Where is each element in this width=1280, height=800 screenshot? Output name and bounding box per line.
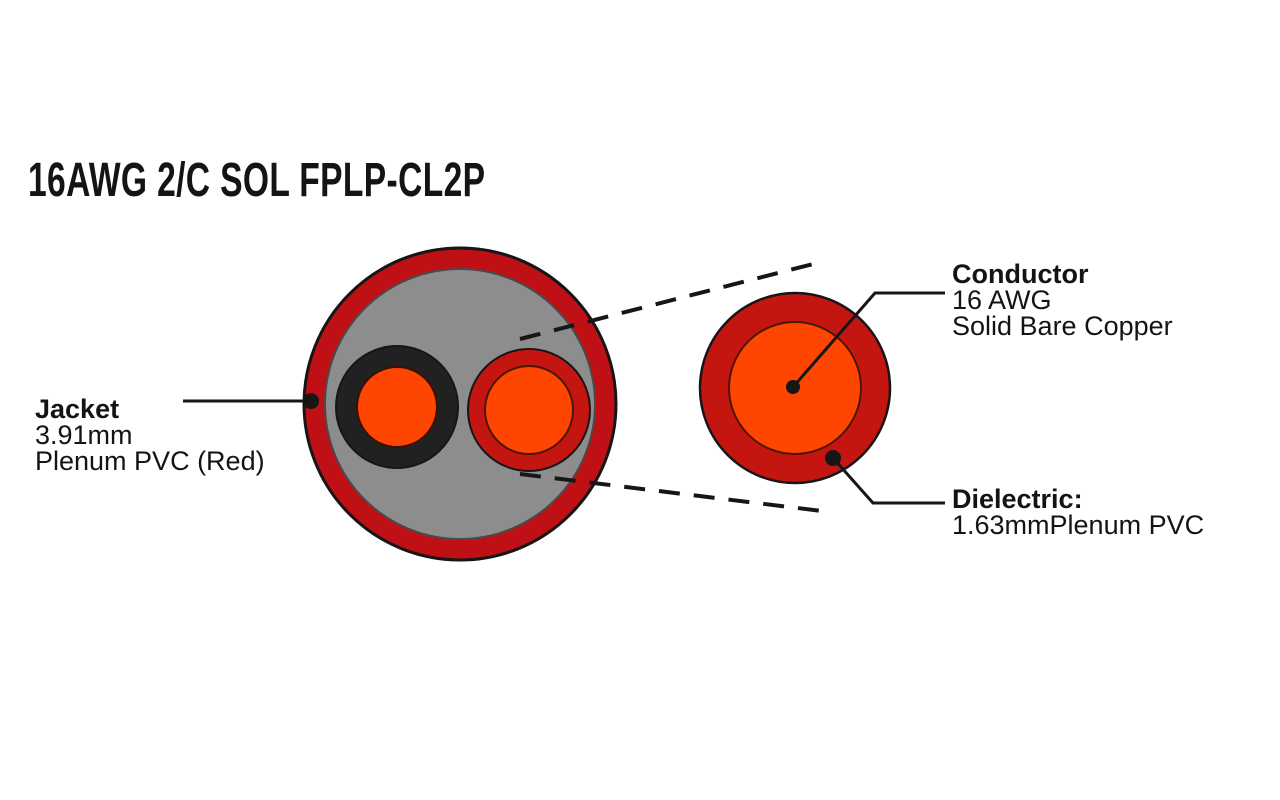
diagram-title: 16AWG 2/C SOL FPLP-CL2P xyxy=(28,154,486,207)
conductor-leader-dot xyxy=(786,380,800,394)
callout-jacket: Jacket 3.91mm Plenum PVC (Red) xyxy=(35,394,265,476)
jacket-label-material: Plenum PVC (Red) xyxy=(35,446,265,476)
conductor-2-copper-core xyxy=(484,365,574,455)
zoom-guide-line-bottom xyxy=(519,472,831,514)
dielectric-leader-dot xyxy=(825,450,841,466)
jacket-label-size: 3.91mm xyxy=(35,420,133,450)
dielectric-label-material: 1.63mmPlenum PVC xyxy=(952,510,1205,540)
main-cable-cross-section xyxy=(302,246,618,562)
callout-conductor: Conductor 16 AWG Solid Bare Copper xyxy=(952,259,1173,341)
conductor-leader-line xyxy=(791,291,945,388)
jacket-leader-dot xyxy=(303,393,319,409)
conductor-label-gauge: 16 AWG xyxy=(952,285,1052,315)
jacket-label-title: Jacket xyxy=(35,394,120,424)
conductor-1-copper-core xyxy=(356,366,438,448)
dielectric-label-title: Dielectric: xyxy=(952,484,1083,514)
conductor-label-title: Conductor xyxy=(952,259,1089,289)
dielectric-leader-line xyxy=(831,457,945,505)
callout-dielectric: Dielectric: 1.63mmPlenum PVC xyxy=(952,484,1205,540)
zoom-guide-line-top xyxy=(519,261,818,341)
conductor-label-material: Solid Bare Copper xyxy=(952,311,1173,341)
